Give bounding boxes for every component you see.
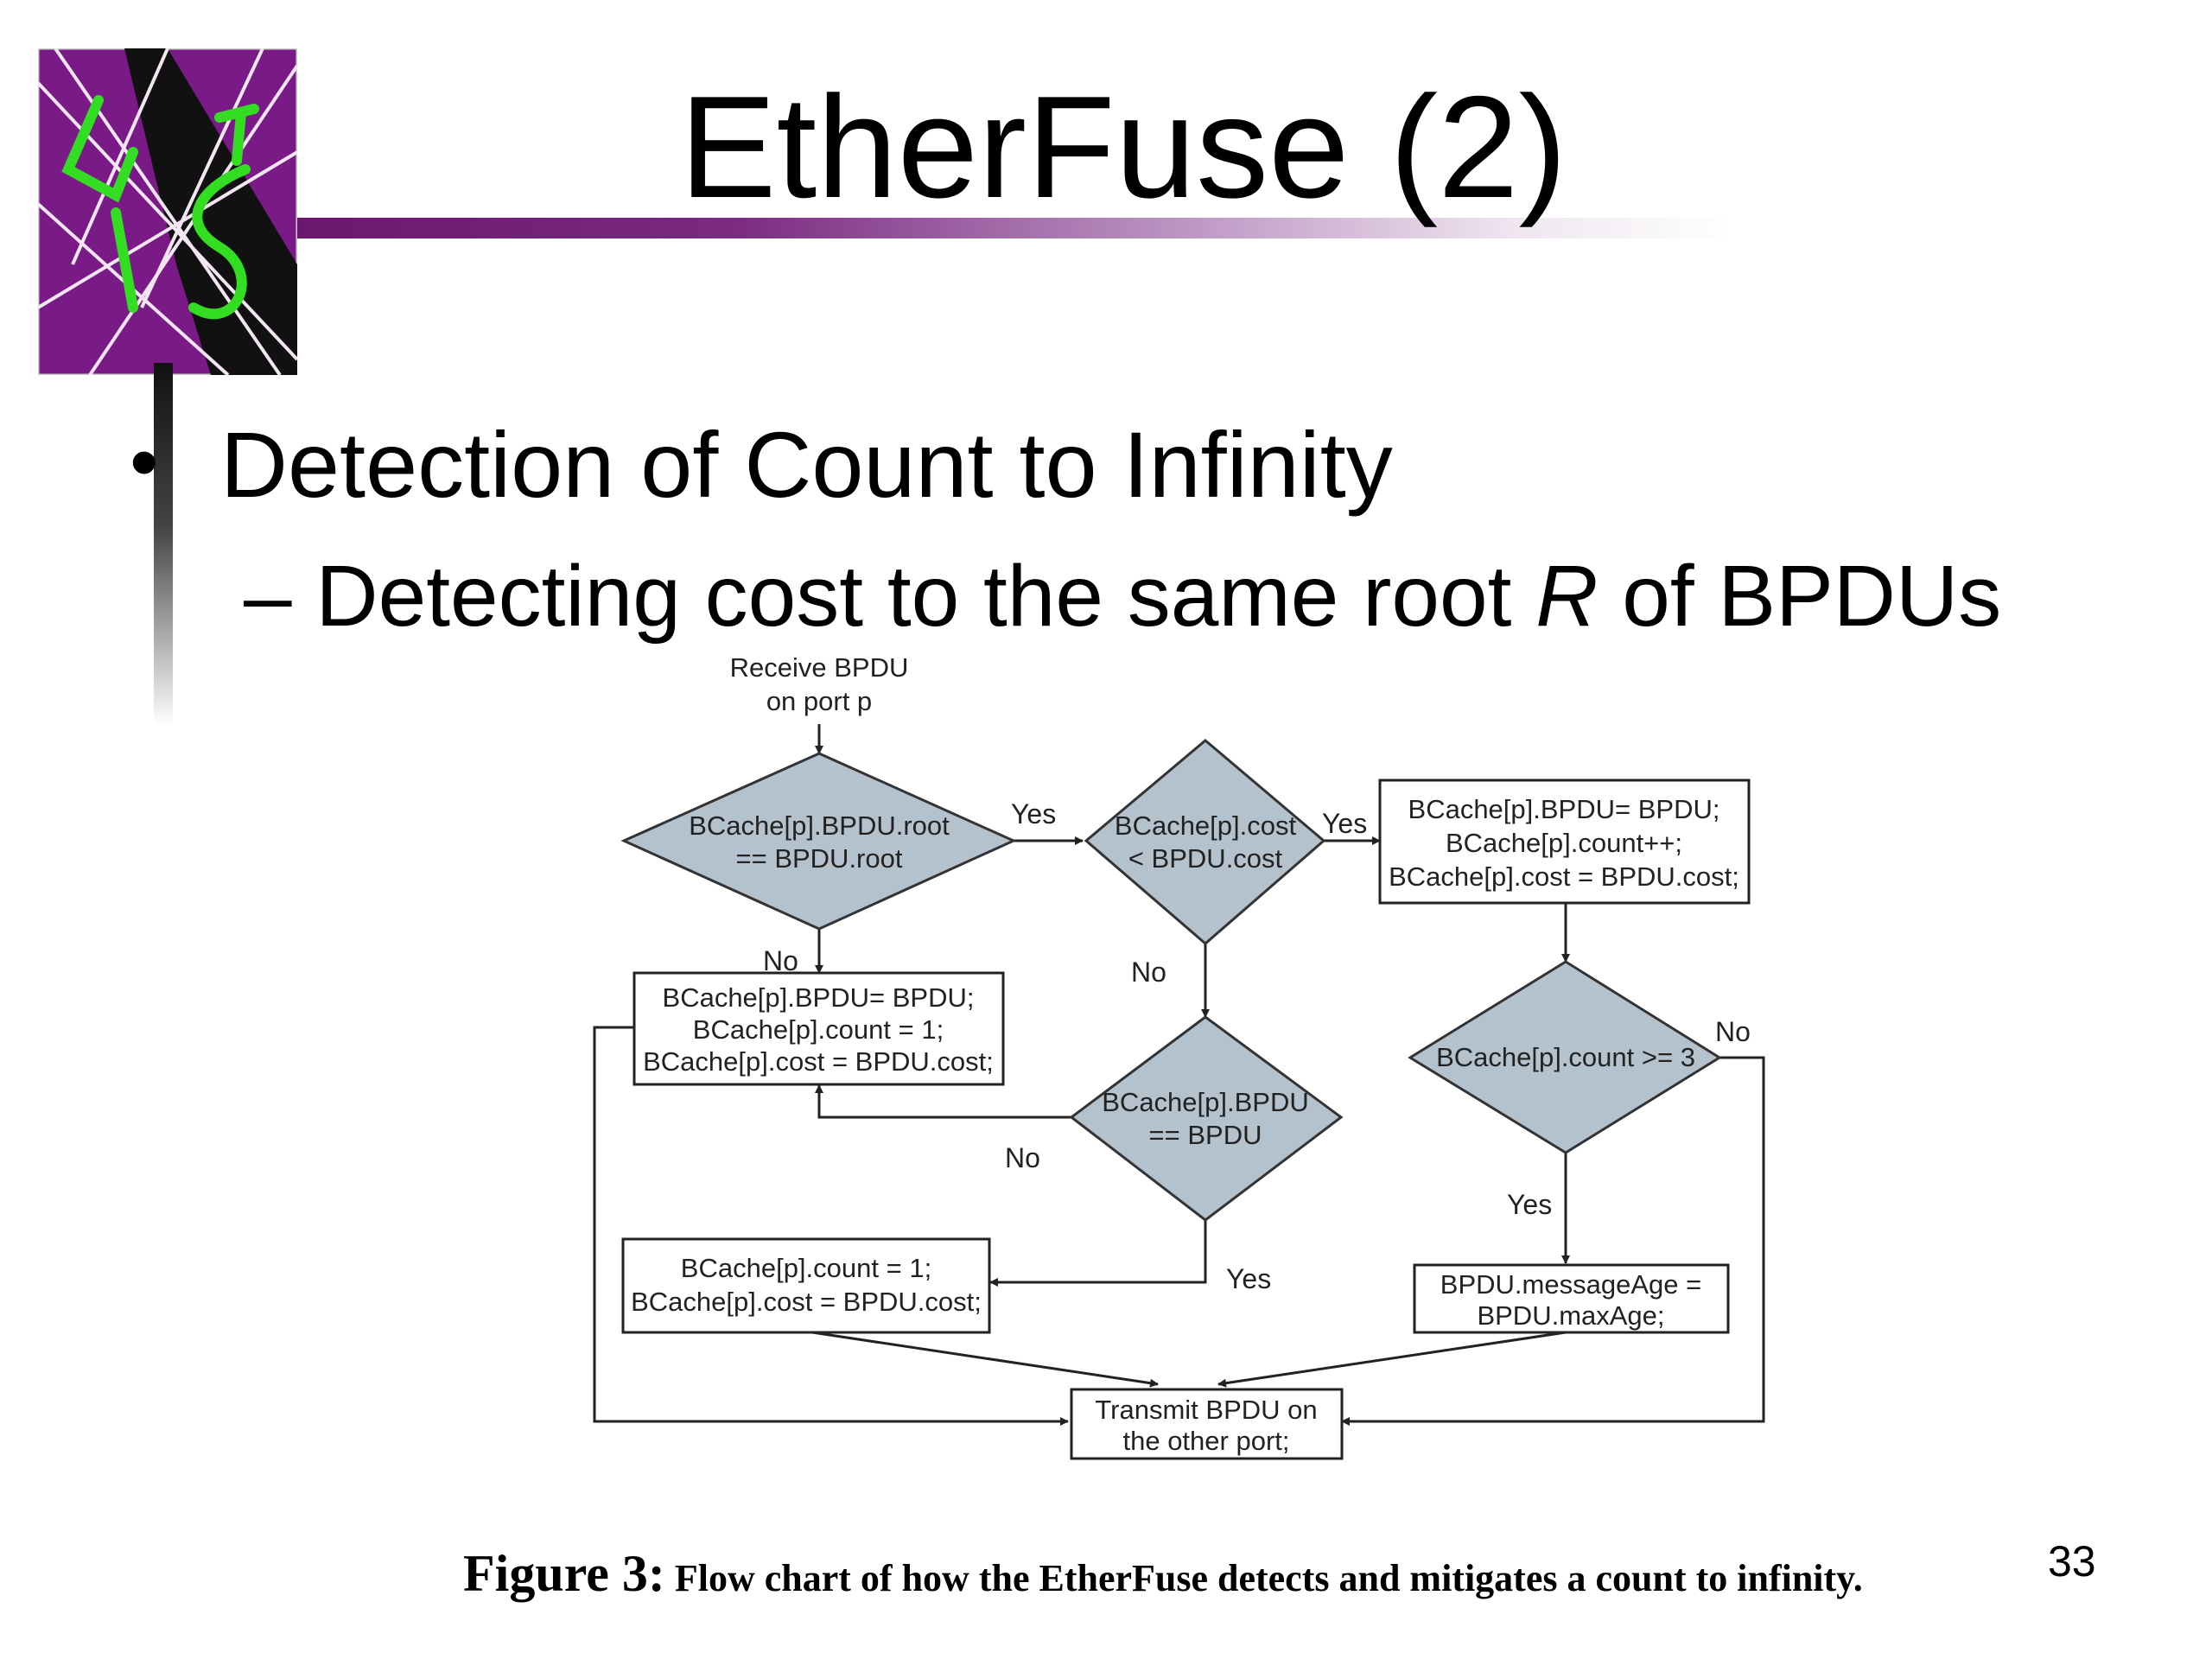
bullet-marker: • [130,416,159,508]
edge-d3-b1 [815,1084,1071,1119]
label-yes-d3: Yes [1226,1263,1271,1294]
start-label-line2: on port p [766,686,872,716]
box-reset-line1: BCache[p].BPDU= BPDU; [663,982,975,1013]
decision-root-match [620,752,1017,931]
decision-root-line2: == BPDU.root [736,843,903,874]
box-increment-line2: BCache[p].count++; [1446,828,1682,858]
box-increment-count [1378,779,1751,905]
edge-d3-b3 [989,1220,1207,1287]
label-yes-d2: Yes [1322,808,1367,839]
sub-bullet-suffix: of BPDUs [1598,548,2002,645]
decision-bpdu-line2: == BPDU [1149,1120,1262,1150]
decision-bpdu-equal [1069,1015,1344,1222]
edge-d4-end [1341,1056,1765,1426]
box-increment-line3: BCache[p].cost = BPDU.cost; [1389,861,1739,892]
sub-bullet-text: – Detecting cost to the same root R of B… [244,544,2001,648]
box-transmit-line1: Transmit BPDU on [1095,1395,1317,1425]
sub-bullet-italic: R [1535,548,1599,645]
decision-cost-line2: < BPDU.cost [1128,843,1283,874]
ist-logo [38,48,297,375]
sub-bullet-prefix: – Detecting cost to the same root [244,548,1536,645]
slide-number: 33 [2048,1537,2096,1586]
label-no-d2: No [1131,957,1166,988]
box-max-age-line2: BPDU.maxAge; [1477,1300,1664,1331]
decision-cost-less [1084,739,1326,945]
box-reset-line2: BCache[p].count = 1; [693,1014,944,1045]
box-max-age [1413,1263,1730,1334]
box-increment-line1: BCache[p].BPDU= BPDU; [1408,794,1720,824]
start-label-line1: Receive BPDU [730,652,909,683]
label-no-d4: No [1715,1016,1751,1047]
box-reset-line3: BCache[p].cost = BPDU.cost; [643,1046,994,1077]
decision-root-line1: BCache[p].BPDU.root [689,810,950,841]
decision-count-threshold [1408,960,1722,1154]
box-transmit [1070,1388,1344,1460]
decision-count-line1: BCache[p].count >= 3 [1436,1042,1695,1072]
decision-bpdu-line1: BCache[p].BPDU [1102,1087,1309,1117]
label-no-d1: No [763,945,798,976]
box-reset-count [621,1237,991,1334]
box-reset-cache [632,971,1005,1086]
label-yes-d1: Yes [1011,798,1056,830]
label-no-d3: No [1005,1142,1040,1173]
box-reset-count-line1: BCache[p].count = 1; [681,1253,931,1283]
label-yes-d4: Yes [1507,1189,1552,1220]
box-reset-count-line2: BCache[p].cost = BPDU.cost; [631,1287,982,1317]
slide-title: EtherFuse (2) [679,66,1567,228]
title-underline-bar [297,218,1732,238]
box-transmit-line2: the other port; [1122,1426,1289,1456]
edge-b4-end [1217,1331,1567,1388]
bullet-text: Detection of Count to Infinity [220,412,1393,517]
left-accent-rule [154,363,173,726]
decision-cost-line1: BCache[p].cost [1115,810,1297,841]
edge-b3-end [811,1331,1159,1388]
edge-b1-end [593,1026,1069,1426]
box-max-age-line1: BPDU.messageAge = [1440,1269,1701,1300]
caption-text: Flow chart of how the EtherFuse detects … [674,1557,1863,1599]
figure-caption: Figure 3: Flow chart of how the EtherFus… [463,1542,1915,1610]
caption-label: Figure 3: [463,1545,665,1602]
